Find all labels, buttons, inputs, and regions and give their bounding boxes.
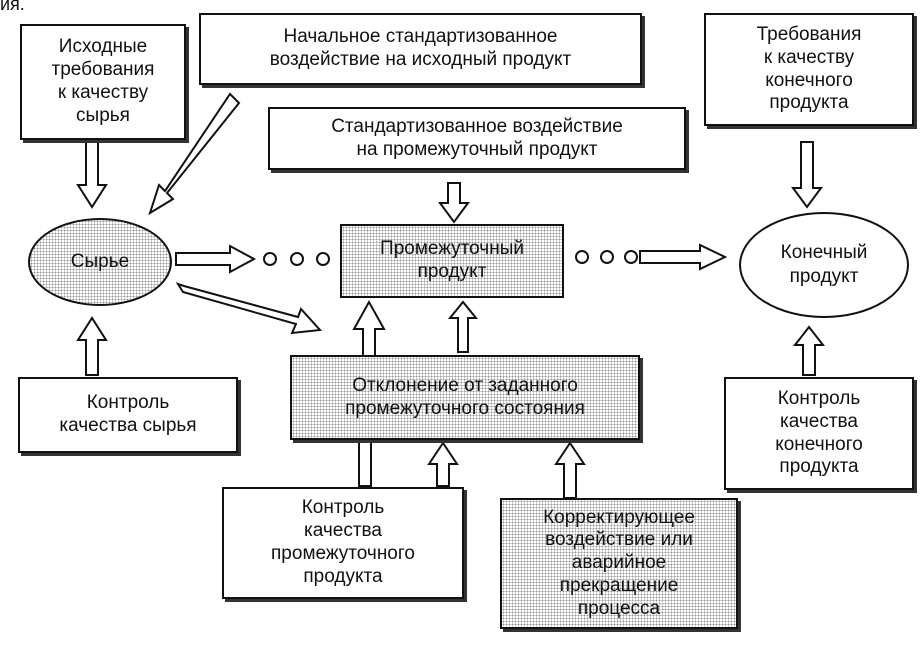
final-requirements-box: Требования к качеству конечного продукта: [704, 13, 914, 126]
raw-node: Сырье: [28, 218, 172, 306]
correction-label: Корректирующее воздействие или аварийное…: [543, 506, 695, 619]
arrow-correction-to-deviation: [554, 441, 586, 499]
raw-label: Сырье: [70, 251, 130, 273]
process-dot: [290, 252, 304, 266]
initial-action-box: Начальное стандартизованное воздействие …: [199, 13, 642, 85]
arrow-process-to-final: [639, 243, 728, 271]
final-requirements-label: Требования к качеству конечного продукта: [756, 23, 862, 114]
correction-box: Корректирующее воздействие или аварийное…: [500, 498, 738, 629]
arrow-intermediate-action-to-intermediate: [438, 182, 470, 224]
arrow-intermediate-control-to-deviation-left: [358, 441, 372, 487]
corner-text-fragment: ия.: [0, 0, 25, 14]
raw-requirements-box: Исходные требования к качеству сырья: [20, 24, 186, 140]
arrow-final-control-to-final: [792, 325, 826, 376]
final-label: Конечный продукт: [780, 242, 868, 287]
initial-action-label: Начальное стандартизованное воздействие …: [269, 26, 572, 70]
process-dot: [600, 250, 614, 264]
arrow-raw-to-deviation: [175, 282, 323, 335]
arrow-deviation-to-intermediate-left: [352, 299, 386, 358]
deviation-label: Отклонение от заданного промежуточного с…: [345, 374, 585, 419]
intermediate-label: Промежуточный продукт: [380, 238, 524, 282]
process-dot: [575, 250, 589, 264]
arrow-raw-requirements-to-raw: [76, 141, 108, 209]
intermediate-node: Промежуточный продукт: [340, 224, 564, 298]
intermediate-control-label: Контроль качества промежуточного продукт…: [271, 497, 415, 587]
raw-requirements-label: Исходные требования к качеству сырья: [51, 36, 155, 126]
arrow-final-requirements-to-final: [791, 141, 823, 209]
arrow-initial-action-to-raw: [148, 92, 241, 216]
arrow-raw-to-process: [175, 244, 257, 274]
final-node: Конечный продукт: [739, 212, 909, 318]
process-dot: [263, 252, 277, 266]
process-dot: [316, 252, 330, 266]
final-control-label: Контроль качества конечного продукта: [775, 387, 863, 478]
arrow-deviation-to-intermediate-right: [447, 300, 479, 353]
deviation-box: Отклонение от заданного промежуточного с…: [290, 355, 640, 440]
raw-control-box: Контроль качества сырья: [18, 377, 238, 453]
process-dot: [624, 250, 638, 264]
intermediate-action-box: Стандартизованное воздействие на промежу…: [268, 107, 686, 170]
arrow-intermediate-control-to-deviation-right: [427, 441, 459, 487]
final-control-box: Контроль качества конечного продукта: [724, 377, 914, 490]
intermediate-control-box: Контроль качества промежуточного продукт…: [222, 487, 464, 599]
arrow-raw-control-to-raw: [76, 316, 108, 376]
intermediate-action-label: Стандартизованное воздействие на промежу…: [331, 115, 623, 160]
raw-control-label: Контроль качества сырья: [59, 392, 197, 436]
